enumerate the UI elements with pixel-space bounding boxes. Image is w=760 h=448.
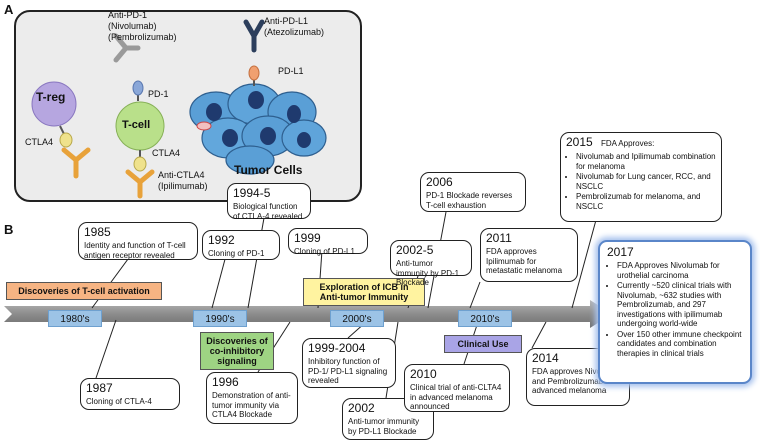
anti-pdl1-label: Anti-PD-L1 (Atezolizumab) bbox=[264, 16, 325, 37]
tag-coinhibitory-signaling: Discoveries of co-inhibitory signaling bbox=[200, 332, 274, 370]
event-2017-year: 2017 bbox=[607, 245, 634, 259]
panel-b-label: B bbox=[4, 222, 14, 237]
era-2000s: 2000's bbox=[330, 310, 384, 327]
event-2017-item: Over 150 other immune checkpoint candida… bbox=[617, 330, 743, 359]
event-2010-year: 2010 bbox=[410, 367, 437, 381]
event-2002-5-text: Anti-tumor immunity by PD-1 Blockade bbox=[396, 259, 460, 287]
event-2006-year: 2006 bbox=[426, 175, 453, 189]
event-2010: 2010 Clinical trial of anti-CLTA4 in adv… bbox=[404, 364, 510, 412]
era-1990s: 1990's bbox=[193, 310, 247, 327]
panel-a-label: A bbox=[4, 2, 14, 17]
event-2011-year: 2011 bbox=[486, 231, 512, 245]
treg-cell-icon bbox=[31, 81, 77, 127]
anti-ctla4-right-antibody-icon bbox=[125, 169, 155, 199]
event-1999-2004: 1999-2004 Inhibitory function of PD-1/ P… bbox=[302, 338, 396, 388]
treg-label: T-reg bbox=[36, 90, 66, 104]
event-2002-5-year: 2002-5 bbox=[396, 243, 434, 257]
pdl1-label: PD-L1 bbox=[278, 66, 304, 76]
ctla4-right-label: CTLA4 bbox=[152, 148, 181, 158]
event-1985-year: 1985 bbox=[84, 225, 111, 239]
event-2011-text: FDA approves Ipilimumab for metastatic m… bbox=[486, 247, 563, 275]
tag-icb-exploration: Exploration of ICB in Anti-tumor Immunit… bbox=[303, 278, 425, 306]
era-2010s: 2010's bbox=[458, 310, 512, 327]
event-1999-text: Cloning of PD-L1 bbox=[294, 247, 355, 256]
anti-ctla4-label: Anti-CTLA4 (Ipilimumab) bbox=[158, 170, 208, 191]
event-1985-text: Identity and function of T-cell antigen … bbox=[84, 241, 186, 260]
event-1996-year: 1996 bbox=[212, 375, 239, 389]
small-cell-icon bbox=[196, 121, 212, 131]
anti-pd1-antibody-icon bbox=[113, 33, 141, 63]
pdl1-receptor-icon bbox=[248, 65, 260, 86]
tumor-cells bbox=[189, 83, 327, 175]
event-1985: 1985 Identity and function of T-cell ant… bbox=[78, 222, 198, 260]
event-1992: 1992 Cloning of PD-1 bbox=[202, 230, 280, 260]
event-1999-2004-text: Inhibitory function of PD-1/ PD-L1 signa… bbox=[308, 357, 388, 385]
event-2002-year: 2002 bbox=[348, 401, 375, 415]
event-1994-5-text: Biological function of CTLA-4 revealed bbox=[233, 202, 303, 221]
event-1992-text: Cloning of PD-1 bbox=[208, 249, 265, 258]
event-2002-text: Anti-tumor immunity by PD-L1 Blockade bbox=[348, 417, 420, 436]
ctla4-receptor-right-icon bbox=[133, 150, 147, 172]
event-1994-5-year: 1994-5 bbox=[233, 186, 271, 200]
event-1987-text: Cloning of CTLA-4 bbox=[86, 397, 152, 406]
event-2002-5: 2002-5 Anti-tumor immunity by PD-1 Block… bbox=[390, 240, 472, 287]
tcell-label: T-cell bbox=[122, 119, 151, 131]
event-2014-year: 2014 bbox=[532, 351, 559, 365]
event-2015-item: Nivolumab and Ipilimumab combination for… bbox=[576, 152, 716, 171]
event-1996: 1996 Demonstration of anti-tumor immunit… bbox=[206, 372, 298, 424]
event-2015-item: Pembrolizumab for melanoma, and NSCLC bbox=[576, 192, 716, 211]
era-1980s: 1980's bbox=[48, 310, 102, 327]
anti-pdl1-antibody-icon bbox=[243, 19, 265, 53]
event-2017-list: FDA Approves Nivolumab for urothelial ca… bbox=[607, 261, 743, 358]
event-1987: 1987 Cloning of CTLA-4 bbox=[80, 378, 180, 410]
event-2015: 2015 FDA Approves: Nivolumab and Ipilimu… bbox=[560, 132, 722, 222]
event-1999-2004-year: 1999-2004 bbox=[308, 341, 366, 355]
event-1994-5: 1994-5 Biological function of CTLA-4 rev… bbox=[227, 183, 311, 221]
event-2006: 2006 PD-1 Blockade reverses T-cell exhau… bbox=[420, 172, 526, 212]
pd1-receptor-icon bbox=[132, 80, 144, 101]
event-1992-year: 1992 bbox=[208, 233, 235, 247]
event-2017: 2017 FDA Approves Nivolumab for urotheli… bbox=[598, 240, 752, 384]
tag-clinical-use: Clinical Use bbox=[444, 335, 522, 353]
event-1999-year: 1999 bbox=[294, 231, 321, 245]
event-2015-list: Nivolumab and Ipilimumab combination for… bbox=[566, 152, 716, 211]
ctla4-left-label: CTLA4 bbox=[25, 137, 54, 147]
tumor-cells-label: Tumor Cells bbox=[234, 163, 303, 177]
event-2017-item: Currently ~520 clinical trials with Nivo… bbox=[617, 281, 743, 329]
event-2017-item: FDA Approves Nivolumab for urothelial ca… bbox=[617, 261, 743, 280]
event-1996-text: Demonstration of anti-tumor immunity via… bbox=[212, 391, 291, 419]
event-1999: 1999 Cloning of PD-L1 bbox=[288, 228, 368, 256]
event-2015-item: Nivolumab for Lung cancer, RCC, and NSCL… bbox=[576, 172, 716, 191]
ctla4-receptor-left-icon bbox=[59, 125, 73, 148]
event-2011: 2011 FDA approves Ipilimumab for metasta… bbox=[480, 228, 578, 282]
event-2015-heading: FDA Approves: bbox=[600, 139, 655, 148]
anti-pd1-label: Anti-PD-1 (Nivolumab) (Pembrolizumab) bbox=[108, 10, 177, 42]
event-2015-year: 2015 bbox=[566, 135, 593, 149]
pd1-label: PD-1 bbox=[148, 89, 169, 99]
event-2006-text: PD-1 Blockade reverses T-cell exhaustion bbox=[426, 191, 513, 210]
tag-tcell-activation: Discoveries of T-cell activation bbox=[6, 282, 162, 300]
event-2014-text: FDA approves Nivolumab and Pembrolizumab… bbox=[532, 367, 623, 395]
anti-ctla4-left-antibody-icon bbox=[61, 147, 91, 179]
event-1987-year: 1987 bbox=[86, 381, 113, 395]
event-2010-text: Clinical trial of anti-CLTA4 in advanced… bbox=[410, 383, 502, 411]
